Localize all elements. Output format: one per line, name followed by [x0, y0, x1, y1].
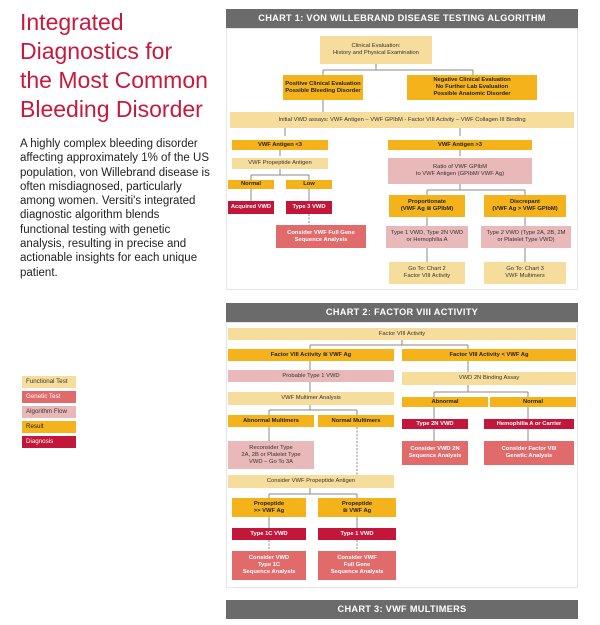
type1-2n-hemophilia-box: Type 1 VWD, Type 2N VWD or Hemophilia A	[386, 226, 468, 248]
legend-result: Result	[22, 421, 76, 433]
abnormal-multimers-box: Abnormal Multimers	[228, 415, 314, 427]
consider-2n-sequence-box: Consider VWD 2N Sequence Analysis	[402, 441, 468, 465]
connector	[433, 385, 529, 397]
connector	[322, 64, 474, 75]
binding-assay-box: VWD 2N Binding Assay	[402, 372, 576, 385]
chart1-header: CHART 1: VON WILLEBRAND DISEASE TESTING …	[226, 9, 578, 28]
reconsider-box: Reconsider Type 2A, 2B or Platelet Type …	[228, 441, 314, 469]
fviii-less-box: Factor VIII Activity < VWF Ag	[402, 349, 576, 361]
probable-type1-box: Probable Type 1 VWD	[228, 370, 394, 382]
consider-1c-sequence-box: Consider VWD Type 1C Sequence Analysis	[232, 551, 306, 580]
page-title: Integrated Diagnostics for the Most Comm…	[20, 9, 208, 122]
chart3-header: CHART 3: VWF MULTIMERS	[226, 600, 578, 619]
type1c-vwd-box: Type 1C VWD	[232, 528, 306, 540]
propeptide-eq-box: Propeptide ≅ VWF Ag	[318, 498, 396, 517]
connector	[426, 217, 526, 226]
chart2-header: CHART 2: FACTOR VIII ACTIVITY	[226, 303, 578, 322]
connector	[426, 184, 526, 195]
negative-evaluation-box: Negative Clinical Evaluation No Further …	[407, 75, 537, 100]
type2n-vwd-box: Type 2N VWD	[402, 419, 468, 429]
connector	[268, 540, 358, 551]
antigen-high-box: VWF Antigen >3	[388, 140, 532, 150]
connector	[309, 361, 469, 372]
consider-full-gene-box: Consider VWF Full Gene Sequence Analysis	[276, 225, 366, 248]
consider-full-gene-box-2: Consider VWF Full Gene Sequence Analysis	[318, 551, 396, 580]
goto-chart3-box: Go To: Chart 3 VWF Multimers	[484, 262, 566, 284]
fviii-equal-box: Factor VIII Activity ≅ VWF Ag	[228, 349, 394, 361]
clinical-evaluation-box: Clinical Evaluation: History and Physica…	[320, 36, 432, 64]
connector	[268, 517, 358, 528]
abnormal-result-box: Abnormal	[402, 397, 488, 407]
hemophilia-carrier-box: Hemophilia A or Carrier	[484, 419, 574, 429]
legend-genetic-test: Genetic Test	[22, 391, 76, 403]
type3-vwd-box: Type 3 VWD	[286, 201, 332, 214]
discrepant-box: Discrepant (VWF Ag > VWF GPIbM)	[484, 195, 566, 217]
connector	[268, 405, 358, 415]
connector	[268, 488, 358, 498]
legend-algorithm-flow: Algorithm Flow	[22, 406, 76, 418]
goto-chart2-box: Go To: Chart 2 Factor VIII Activity	[389, 262, 465, 284]
connector	[250, 169, 310, 180]
connector	[250, 189, 310, 201]
antigen-low-box: VWF Antigen <3	[232, 140, 328, 150]
connector	[309, 340, 469, 349]
low-result-box: Low	[286, 180, 332, 189]
connector	[279, 150, 461, 156]
positive-evaluation-box: Positive Clinical Evaluation Possible Bl…	[283, 75, 363, 100]
normal-result-box-2: Normal	[490, 397, 576, 407]
normal-result-box: Normal	[228, 180, 274, 189]
propeptide-gt-box: Propeptide >> VWF Ag	[232, 498, 306, 517]
legend-diagnosis: Diagnosis	[22, 436, 76, 448]
type1-vwd-box: Type 1 VWD	[318, 528, 396, 540]
propeptide-antigen-box-2: Consider VWF Propeptide Antigen	[228, 475, 394, 488]
initial-vwd-assays-box: Initial VWD assays: VWF Antigen – VWF GP…	[230, 112, 574, 128]
acquired-vwd-box: Acquired VWD	[228, 201, 274, 214]
connector	[284, 128, 461, 136]
normal-multimers-box: Normal Multimers	[318, 415, 394, 427]
proportionate-box: Proportionate (VWF Ag ≅ GPIbM)	[389, 195, 465, 217]
ratio-box: Ratio of VWF GPIbM to VWF Antigen (GPIbM…	[388, 158, 532, 184]
legend-functional-test: Functional Test	[22, 376, 76, 388]
intro-paragraph: A highly complex bleeding disorder affec…	[20, 138, 210, 279]
factor-viii-activity-box: Factor VIII Activity	[228, 328, 576, 340]
connector	[433, 407, 529, 441]
multimer-analysis-box: VWF Multimer Analysis	[228, 392, 394, 405]
connector	[426, 248, 526, 262]
type2-vwd-box: Type 2 VWD (Type 2A, 2B, 2M or Platelet …	[481, 226, 571, 248]
propeptide-antigen-box: VWF Propeptide Antigen	[232, 158, 328, 169]
consider-fviii-genetic-box: Consider Factor VIII Genetic Analysis	[484, 441, 574, 465]
